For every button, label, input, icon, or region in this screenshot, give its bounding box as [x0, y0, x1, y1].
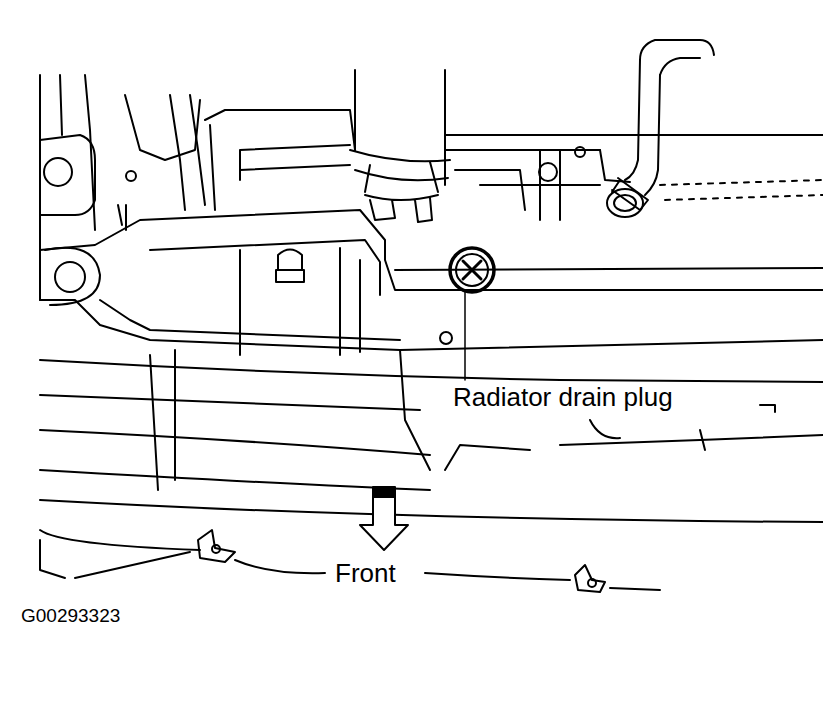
- direction-label: Front: [332, 559, 399, 588]
- figure-code: G00293323: [18, 606, 123, 627]
- part-label: Radiator drain plug: [450, 383, 676, 412]
